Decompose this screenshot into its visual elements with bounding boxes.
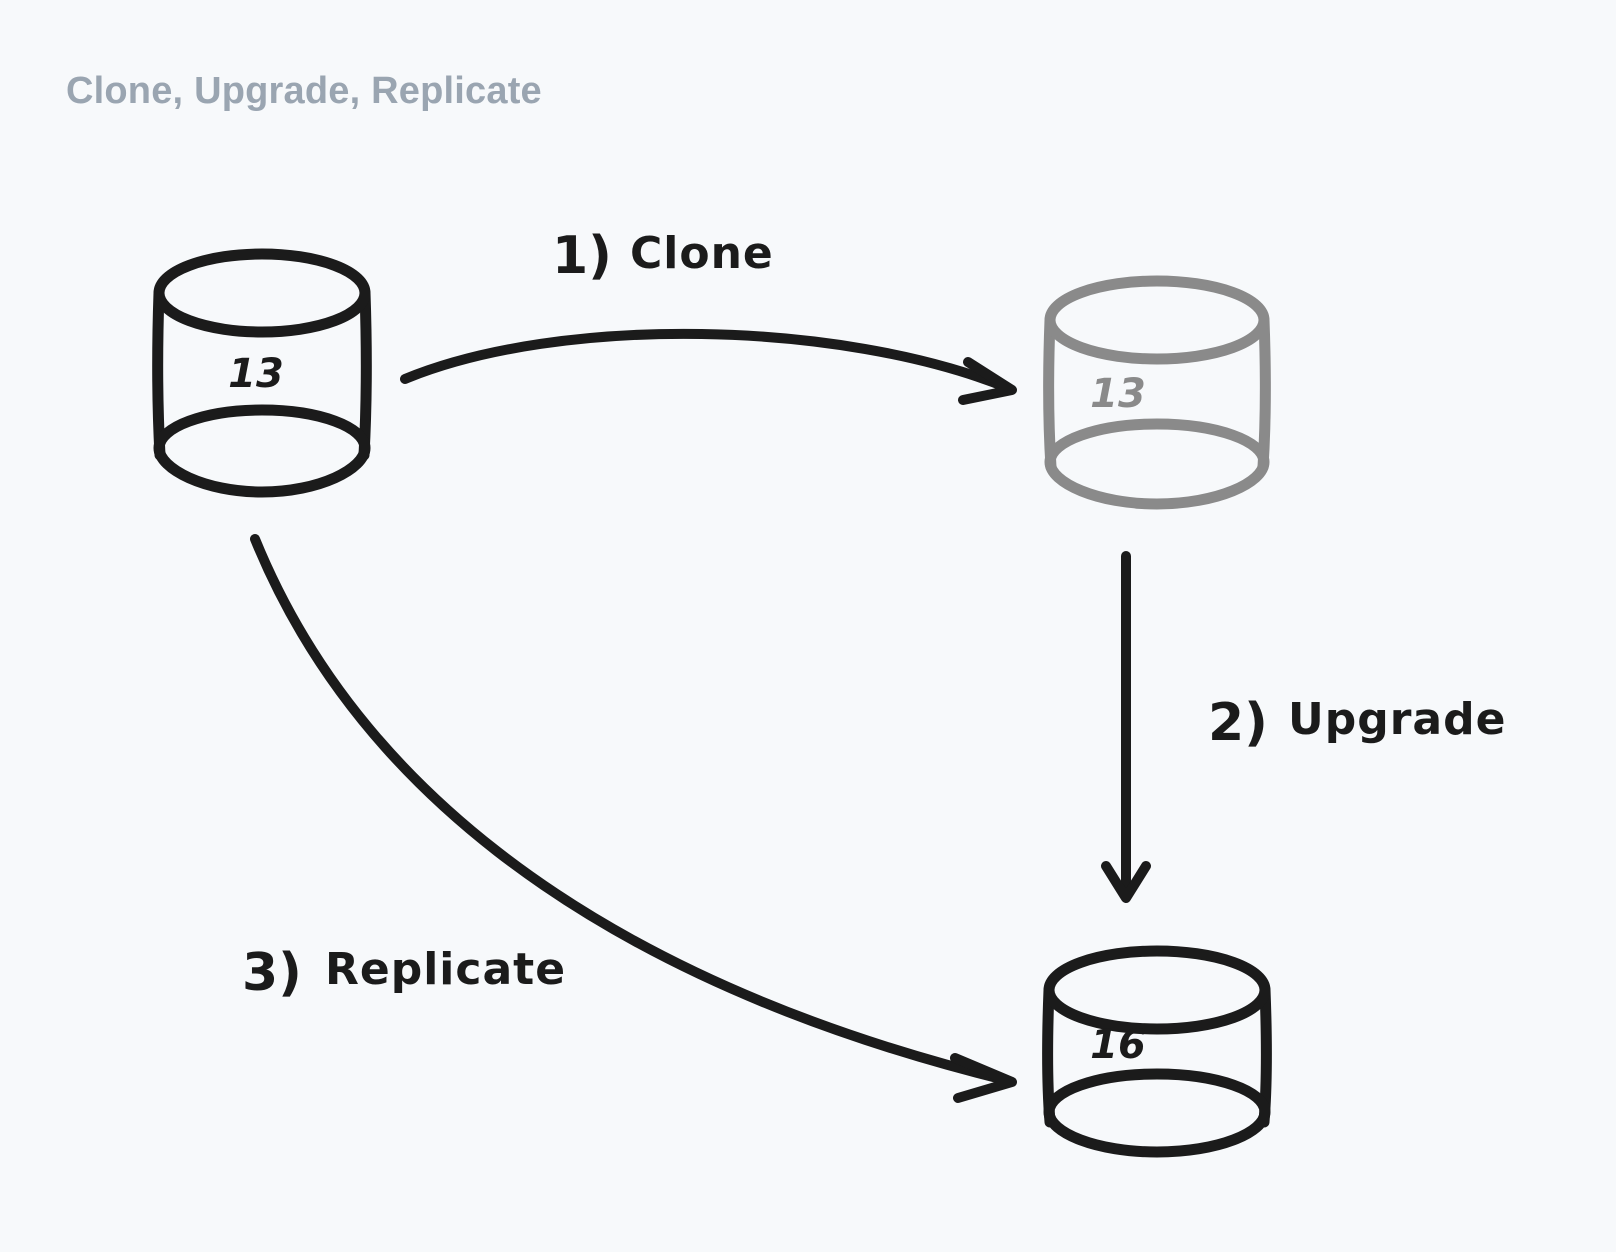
- edge-replicate-arrowhead: [950, 1053, 1017, 1103]
- source-db-top: [153, 248, 371, 338]
- source-db-bottom: [153, 404, 371, 498]
- edge-clone-action: Clone: [630, 228, 774, 279]
- edge-upgrade-arrowhead: [1101, 861, 1151, 903]
- node-upgraded-db[interactable]: 16: [1042, 945, 1272, 1158]
- page-title: Clone, Upgrade, Replicate: [66, 70, 542, 112]
- source-db-label: 13: [228, 351, 284, 397]
- edge-replicate-label: 3) Replicate: [242, 943, 566, 1003]
- upgraded-db-bottom: [1043, 1068, 1271, 1158]
- edge-replicate-line: [250, 534, 1010, 1085]
- node-source-db[interactable]: 13: [152, 248, 372, 498]
- edge-replicate-step: 3): [242, 943, 302, 1003]
- cloned-db-label: 13: [1090, 371, 1146, 417]
- edge-clone-line: [400, 328, 1013, 393]
- edge-clone: [400, 328, 1017, 405]
- edge-upgrade-label: 2) Upgrade: [1208, 693, 1506, 753]
- node-cloned-db[interactable]: 13: [1043, 275, 1271, 510]
- edge-clone-arrowhead: [958, 357, 1017, 405]
- edge-clone-label: 1) Clone: [552, 226, 774, 286]
- edge-upgrade-step: 2): [1208, 693, 1268, 753]
- cloned-db-top: [1044, 275, 1270, 365]
- edge-replicate: [250, 534, 1017, 1103]
- cloned-db-bottom: [1044, 418, 1270, 510]
- edge-upgrade: [1101, 551, 1151, 903]
- upgraded-db-label: 16: [1090, 1022, 1146, 1068]
- edge-upgrade-action: Upgrade: [1288, 694, 1506, 745]
- upgraded-db-top: [1043, 945, 1271, 1035]
- edge-replicate-action: Replicate: [325, 944, 566, 995]
- edge-clone-step: 1): [552, 226, 612, 286]
